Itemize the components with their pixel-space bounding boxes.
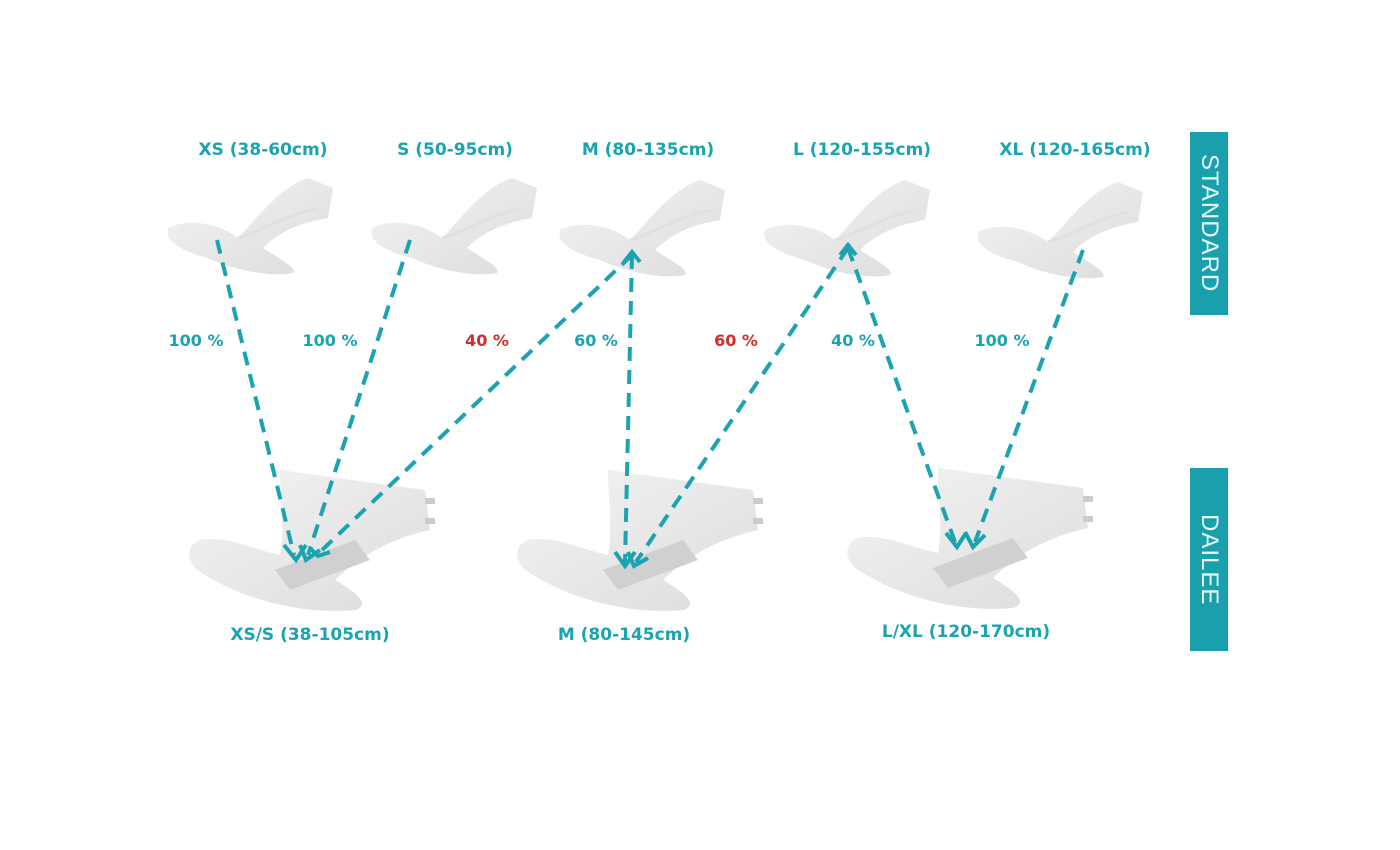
arrow-m-to-m: [623, 254, 634, 563]
diaper-standard-l-image: [762, 178, 932, 278]
arrow-xl-to-lxl: [973, 249, 1085, 543]
diaper-dailee-m-image: [517, 470, 763, 611]
diaper-dailee-xss-image: [189, 470, 435, 611]
diaper-standard-m-image: [557, 178, 727, 278]
standard-size-s-label: S (50-95cm): [397, 140, 513, 160]
standard-size-xs-label: XS (38-60cm): [198, 140, 328, 160]
percent-xl-to-lxl: 100 %: [974, 331, 1030, 350]
standard-badge: STANDARD: [1190, 132, 1228, 315]
diaper-standard-xs-image: [165, 176, 335, 276]
dailee-size-m-label: M (80-145cm): [557, 625, 691, 645]
standard-badge-text: STANDARD: [1196, 154, 1223, 293]
dailee-size-xss-label: XS/S (38-105cm): [230, 625, 390, 645]
arrow-l-to-m: [634, 246, 850, 564]
standard-size-l-label: L (120-155cm): [792, 140, 932, 160]
percent-l-to-m: 60 %: [714, 331, 758, 350]
dailee-badge-text: DAILEE: [1196, 513, 1223, 606]
arrowheads: [282, 241, 987, 570]
percent-l-to-lxl: 40 %: [831, 331, 875, 350]
percent-s-to-xss: 100 %: [302, 331, 358, 350]
percent-xs-to-xss: 100 %: [168, 331, 224, 350]
diaper-standard-s-image: [369, 176, 539, 276]
standard-size-xl-label: XL (120-165cm): [999, 140, 1151, 160]
diaper-standard-xl-image: [975, 180, 1145, 280]
percent-m-to-xss: 40 %: [465, 331, 509, 350]
percent-m-to-m: 60 %: [574, 331, 618, 350]
arrow-s-to-xss: [306, 239, 412, 556]
standard-size-m-label: M (80-135cm): [581, 140, 715, 160]
dailee-badge: DAILEE: [1190, 468, 1228, 651]
arrow-xs-to-xss: [215, 239, 296, 556]
arrow-l-to-lxl: [846, 247, 957, 543]
dailee-size-lxl-label: L/XL (120-170cm): [881, 622, 1051, 642]
arrow-m-to-xss: [318, 253, 634, 554]
